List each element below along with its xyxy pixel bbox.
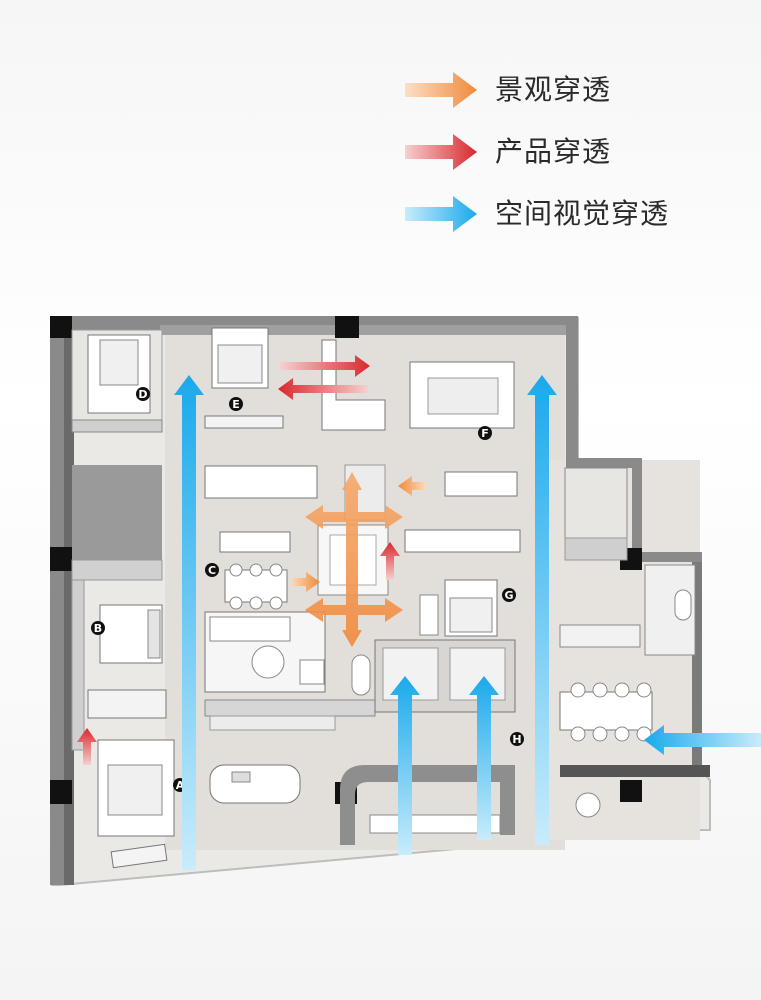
east-wall-lower	[692, 558, 702, 768]
armchair	[299, 659, 325, 685]
chair	[614, 726, 630, 742]
chair	[249, 563, 263, 577]
svg-text:H: H	[512, 733, 521, 746]
chair	[592, 682, 608, 698]
pillar	[50, 316, 72, 338]
chair	[229, 563, 243, 577]
bed-g-cover	[449, 597, 493, 633]
west-wall-inner	[64, 318, 74, 885]
landscape-arrow	[305, 472, 403, 647]
south-wall-right	[560, 765, 710, 777]
shelf	[419, 594, 439, 636]
north-wall-inner	[160, 325, 578, 335]
east-wall-mid	[632, 458, 642, 558]
chair	[269, 563, 283, 577]
svg-text:A: A	[176, 779, 185, 792]
bed-b-pillow	[147, 609, 161, 659]
pillar	[620, 780, 642, 802]
room-tag-g: G	[502, 588, 516, 602]
chair	[636, 682, 652, 698]
red-arrow-icon	[405, 134, 477, 170]
room-a-block	[72, 465, 162, 560]
wardrobe-b	[71, 579, 85, 751]
product-arrow	[280, 355, 370, 377]
svg-text:G: G	[504, 589, 513, 602]
legend-label: 空间视觉穿透	[495, 197, 670, 230]
right-room-cabinet	[564, 537, 628, 561]
product-arrow	[278, 378, 368, 400]
counter-left	[204, 465, 318, 499]
vanity-h	[559, 624, 641, 648]
island-sink	[231, 771, 251, 783]
visual-arrow	[469, 676, 499, 840]
visual-arrow	[390, 676, 420, 855]
svg-text:B: B	[94, 622, 102, 635]
svg-text:D: D	[138, 388, 147, 401]
bench-a	[110, 843, 168, 869]
product-arrow	[77, 728, 97, 765]
right-room	[564, 467, 628, 551]
legend-label: 景观穿透	[495, 73, 612, 106]
east-wall-step2	[632, 552, 702, 562]
sofa-corner	[321, 339, 386, 431]
east-wall-step	[566, 458, 640, 468]
room-tag-c: C	[205, 563, 219, 577]
svg-text:F: F	[481, 427, 489, 440]
pillar	[50, 780, 72, 804]
room-tag-d: D	[136, 387, 150, 401]
bed-a-cover	[107, 764, 163, 816]
visual-arrow	[644, 725, 761, 755]
blue-arrow-icon	[405, 196, 477, 232]
chair	[229, 596, 243, 610]
wardrobe-d	[71, 419, 163, 433]
bed-e-cover	[217, 344, 263, 384]
meeting-table-top	[427, 377, 499, 415]
plant	[575, 792, 601, 818]
chair	[249, 596, 263, 610]
pillar	[50, 547, 72, 571]
svg-text:C: C	[208, 564, 216, 577]
chair	[570, 726, 586, 742]
tv-cabinet	[204, 699, 376, 717]
sofa-living	[209, 616, 291, 642]
product-arrow	[380, 542, 400, 580]
orange-arrow-icon	[405, 72, 477, 108]
visual-arrow	[527, 375, 557, 845]
landscape-arrow	[292, 572, 320, 592]
cabinet-under	[209, 715, 336, 731]
desk-b	[87, 689, 167, 719]
svg-text:E: E	[232, 398, 240, 411]
counter-mid	[404, 529, 521, 553]
bathtub	[674, 589, 692, 621]
visual-arrow	[174, 375, 204, 870]
counter-right	[444, 471, 518, 497]
room-tag-e: E	[229, 397, 243, 411]
chair	[614, 682, 630, 698]
bed-d-cover	[99, 339, 139, 386]
dining-table-h	[559, 691, 653, 731]
kitchen-counter	[340, 765, 515, 845]
legend-label: 产品穿透	[495, 135, 612, 168]
room-tag-f: F	[478, 426, 492, 440]
east-wall-upper	[566, 316, 578, 466]
bench-c	[219, 531, 291, 553]
console-e	[204, 415, 284, 429]
pedestal	[351, 654, 371, 696]
landscape-arrow	[398, 476, 425, 496]
room-tag-b: B	[91, 621, 105, 635]
pillar	[335, 316, 359, 338]
chair	[269, 596, 283, 610]
room-tag-h: H	[510, 732, 524, 746]
chair	[570, 682, 586, 698]
coffee-table	[251, 645, 285, 679]
kitchen-island	[209, 764, 301, 804]
chair	[592, 726, 608, 742]
room-a-cabinet	[71, 559, 163, 581]
